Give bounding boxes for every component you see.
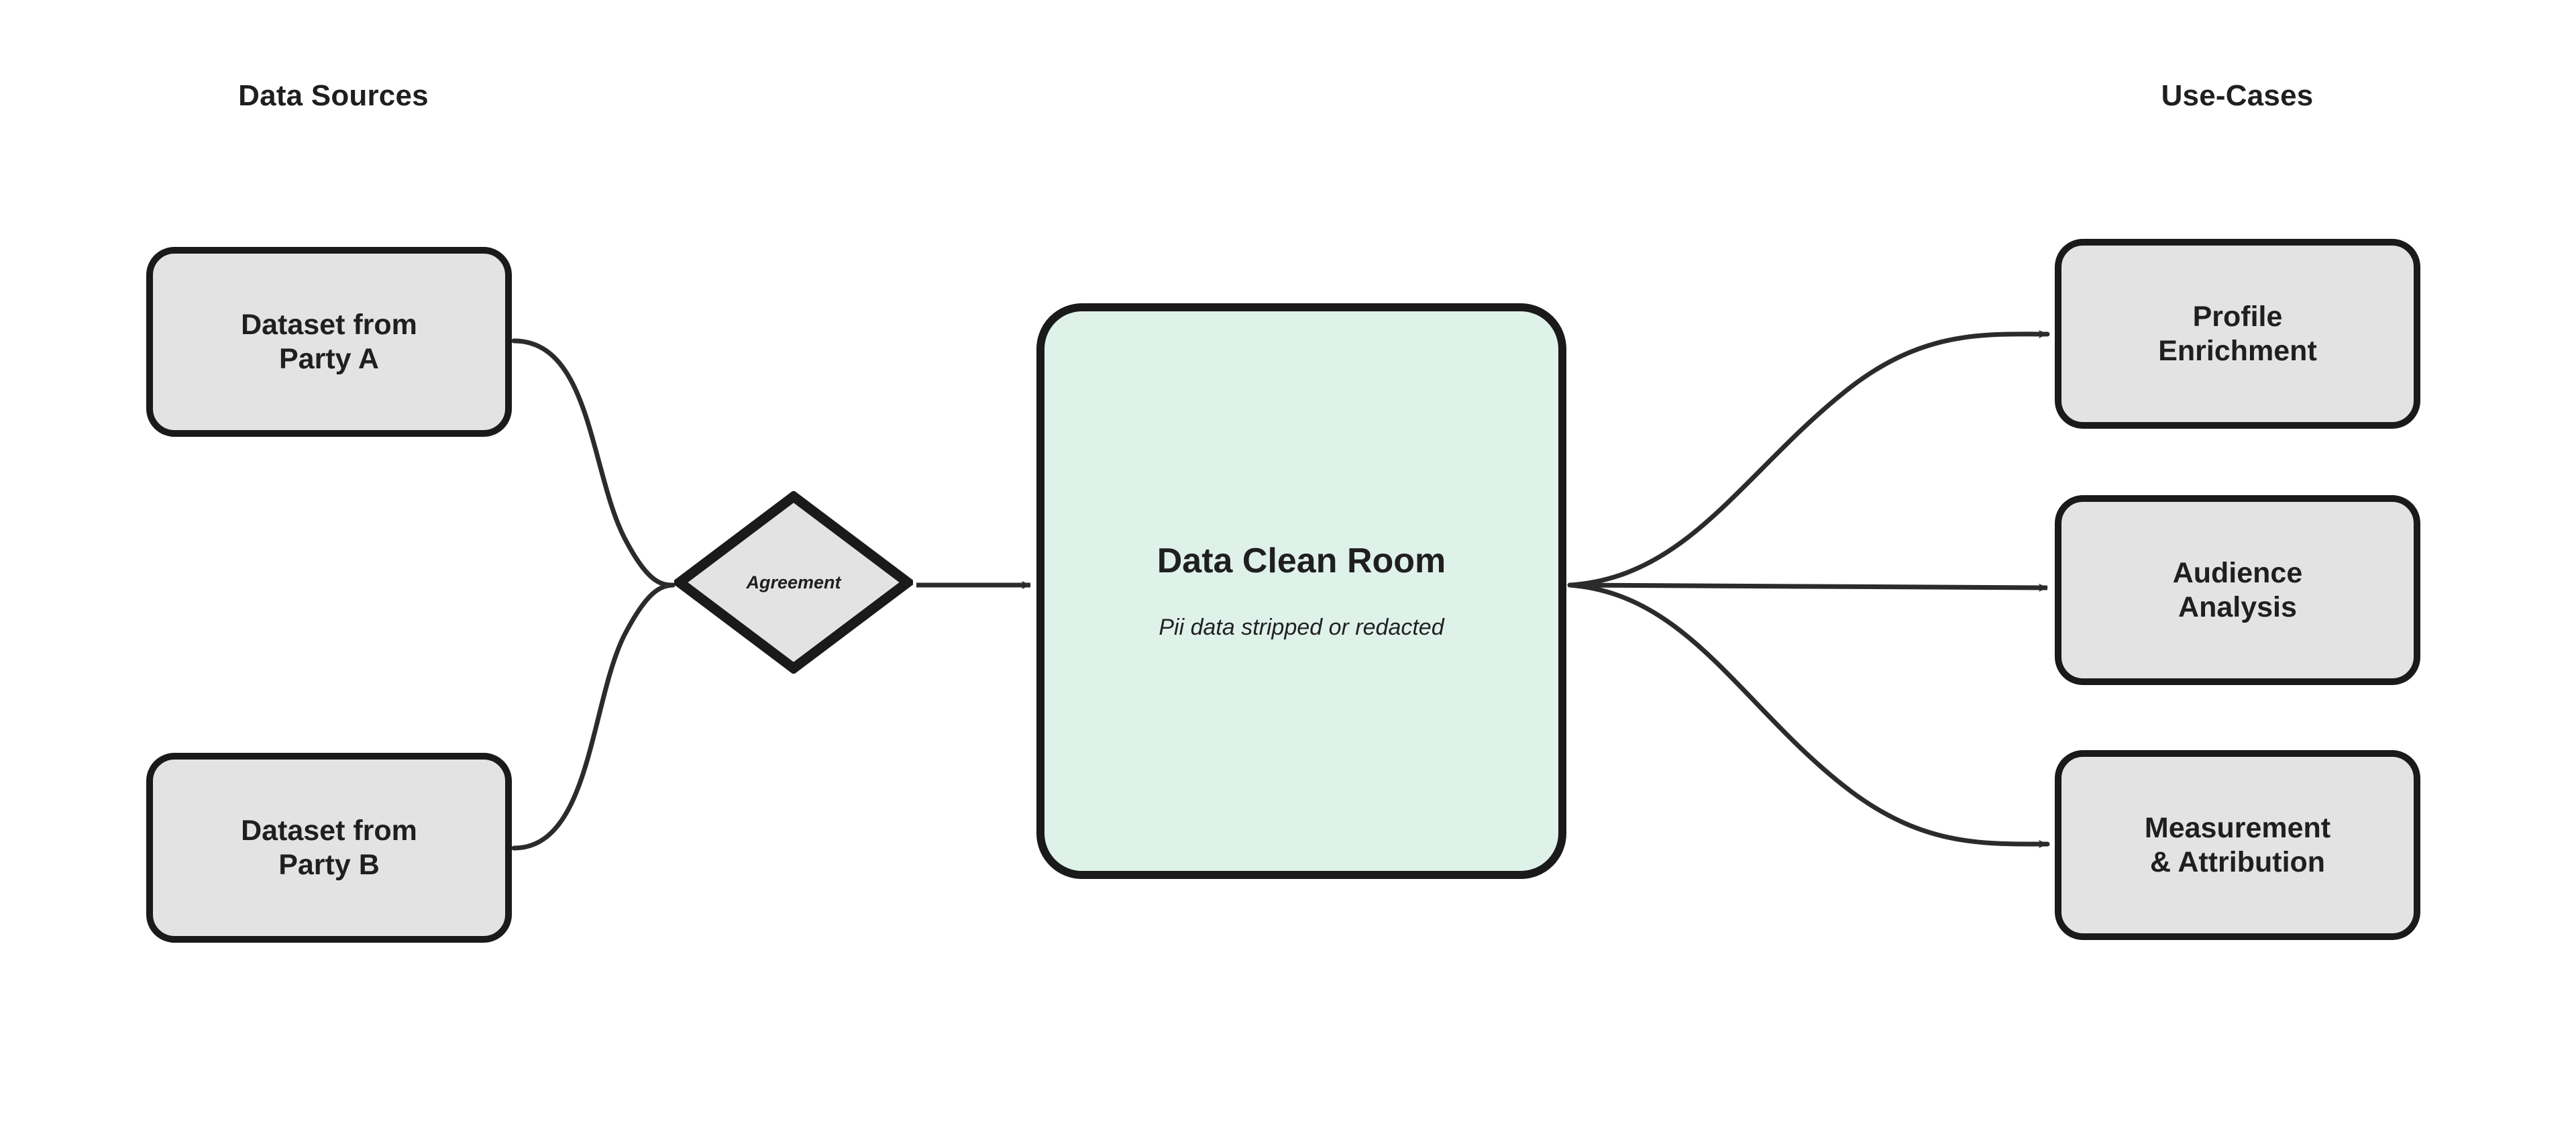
node-data-clean-room[interactable]: Data Clean Room Pii data stripped or red…: [1036, 303, 1566, 879]
node-label-profile-enrichment: Profile Enrichment: [2158, 300, 2317, 367]
node-dataset-party-b[interactable]: Dataset from Party B: [146, 753, 512, 943]
node-label-dataset-party-b: Dataset from Party B: [241, 814, 417, 881]
node-measurement-attribution[interactable]: Measurement & Attribution: [2055, 750, 2420, 940]
node-profile-enrichment[interactable]: Profile Enrichment: [2055, 239, 2420, 429]
node-label-audience-analysis: Audience Analysis: [2172, 556, 2303, 623]
edge-clean-room-to-profile-enrichment: [1567, 329, 2050, 588]
node-dataset-party-a[interactable]: Dataset from Party A: [146, 247, 512, 437]
node-agreement-gate[interactable]: Agreement: [674, 491, 913, 674]
node-label-dataset-party-a: Dataset from Party A: [241, 308, 417, 375]
edge-clean-room-to-measurement-attribution: [1567, 582, 2050, 849]
edge-clean-room-to-audience-analysis: [1569, 582, 2048, 592]
node-label-measurement-attribution: Measurement & Attribution: [2144, 811, 2331, 878]
clean-room-title: Data Clean Room: [1157, 541, 1446, 580]
edge-party-b-to-agreement: [511, 582, 676, 851]
clean-room-subtitle: Pii data stripped or redacted: [1159, 614, 1444, 640]
node-audience-analysis[interactable]: Audience Analysis: [2055, 495, 2420, 685]
column-heading-use-cases: Use-Cases: [2161, 79, 2314, 112]
diamond-shape: [674, 491, 913, 674]
edge-party-a-to-agreement: [511, 338, 676, 588]
column-heading-data-sources: Data Sources: [238, 79, 429, 112]
